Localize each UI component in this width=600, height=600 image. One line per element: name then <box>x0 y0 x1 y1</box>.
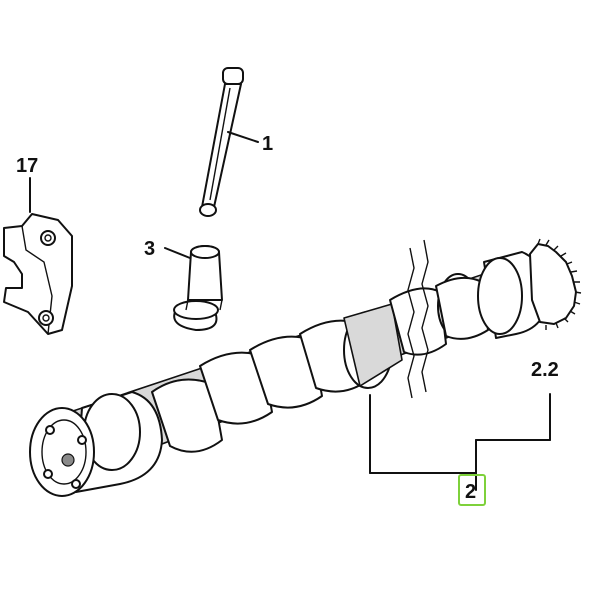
tappet[interactable] <box>173 245 223 331</box>
camshaft[interactable] <box>29 238 582 497</box>
callout-2-2[interactable]: 2.2 <box>531 359 559 381</box>
callout-1[interactable]: 1 <box>262 133 273 155</box>
callout-1-leader <box>227 131 259 143</box>
callout-3[interactable]: 3 <box>144 238 155 260</box>
push-rod[interactable] <box>199 67 244 217</box>
callout-3-leader <box>164 247 191 259</box>
callout-2[interactable]: 2 <box>465 481 476 503</box>
callout-2-highlight-box <box>458 474 486 506</box>
callout-17[interactable]: 17 <box>16 155 38 177</box>
thrust-plate[interactable] <box>3 213 73 335</box>
